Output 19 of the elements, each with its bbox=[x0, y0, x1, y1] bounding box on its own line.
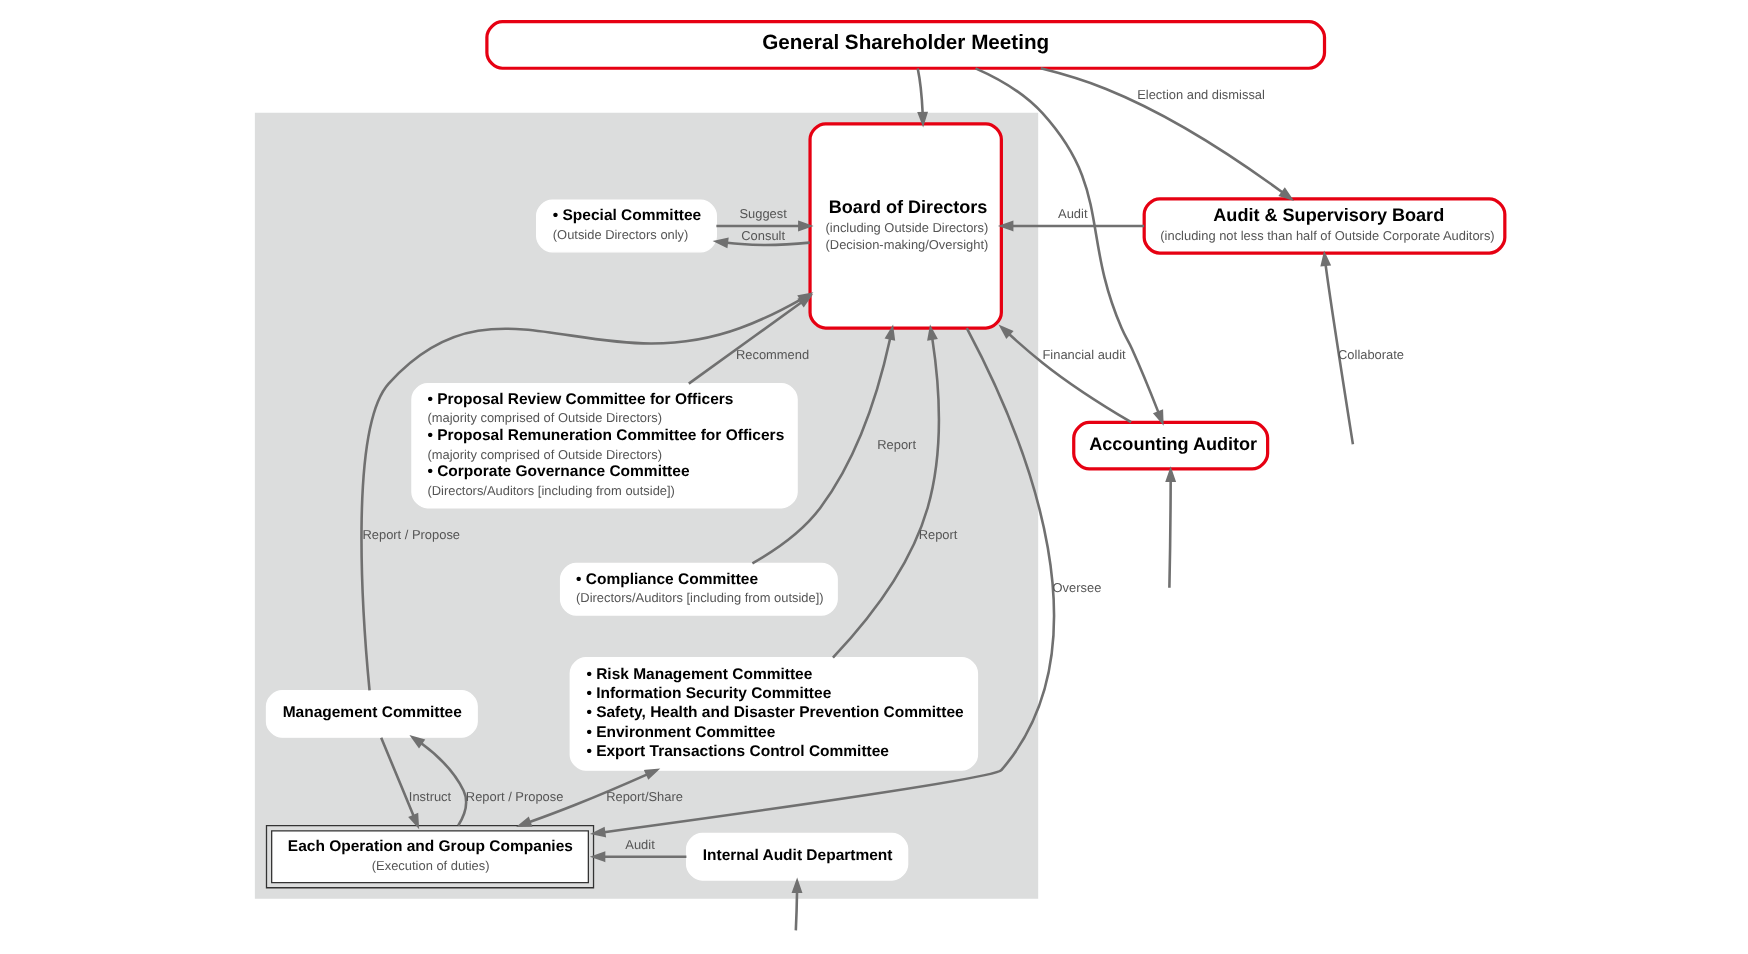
arrow bbox=[715, 220, 813, 232]
node-box: General Shareholder Meeting bbox=[484, 20, 1326, 70]
arrow bbox=[996, 220, 1144, 232]
arrow bbox=[588, 327, 1054, 838]
arrow bbox=[831, 324, 940, 659]
arrow bbox=[915, 68, 928, 128]
arrow bbox=[1039, 67, 1294, 201]
arrow bbox=[711, 237, 809, 249]
arrow bbox=[588, 851, 686, 863]
arrow bbox=[514, 768, 660, 827]
arrow bbox=[790, 877, 802, 931]
arrow bbox=[1319, 250, 1354, 445]
node-box: Accounting Auditor bbox=[1071, 420, 1269, 471]
arrow bbox=[1164, 466, 1176, 588]
arrow bbox=[750, 324, 895, 565]
arrow bbox=[408, 735, 467, 827]
arrow bbox=[997, 324, 1131, 424]
arrow bbox=[379, 737, 419, 830]
arrow bbox=[973, 67, 1163, 426]
